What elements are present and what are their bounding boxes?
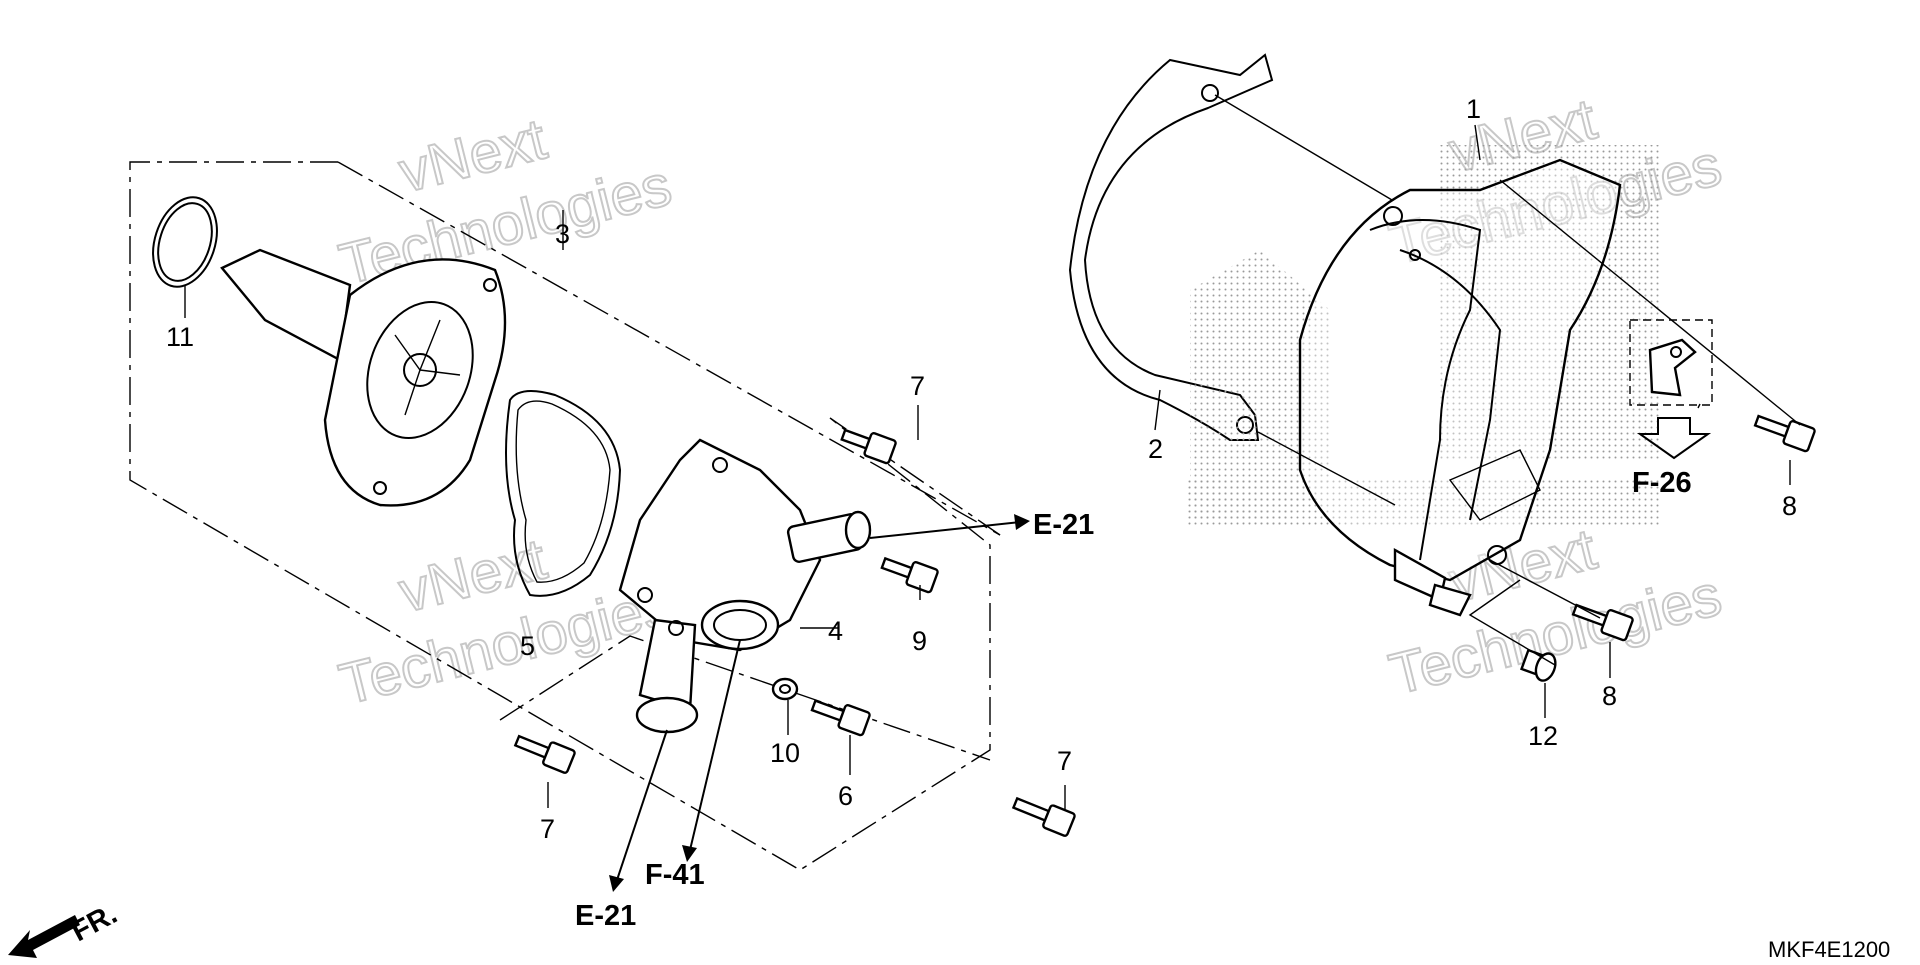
callout-8-upper: 8 [1782,491,1797,521]
leader-lines [547,94,1801,892]
reference-f41[interactable]: F-41 [645,859,705,891]
callout-7-lower-right: 7 [1057,746,1072,776]
callout-1: 1 [1466,94,1481,124]
reference-e21-bottom[interactable]: E-21 [575,900,636,932]
down-arrow-icon [1636,417,1712,460]
pump-cover-part [618,438,872,734]
callout-6: 6 [838,781,853,811]
callout-7-lower-left: 7 [540,814,555,844]
callout-4: 4 [828,616,843,646]
callout-2: 2 [1148,434,1163,464]
callout-5: 5 [520,631,535,661]
diagram-code: MKF4E1200 [1768,937,1890,960]
pump-gasket-part [505,390,622,597]
callout-11: 11 [166,322,194,352]
callout-3: 3 [555,219,570,249]
front-arrow-icon [8,915,80,958]
reference-e21-right[interactable]: E-21 [1033,509,1094,541]
front-label: FR. [66,898,122,948]
water-pump-body-part [220,248,507,507]
callout-12: 12 [1528,721,1558,751]
bolt-parts [513,414,1816,837]
o-ring-part [152,196,218,318]
right-cover-part [1185,145,1660,617]
callout-10: 10 [770,738,800,768]
callout-8-lower: 8 [1602,681,1617,711]
callout-7-upper: 7 [910,371,925,401]
reference-f26[interactable]: F-26 [1632,467,1692,499]
callout-9: 9 [912,626,927,656]
